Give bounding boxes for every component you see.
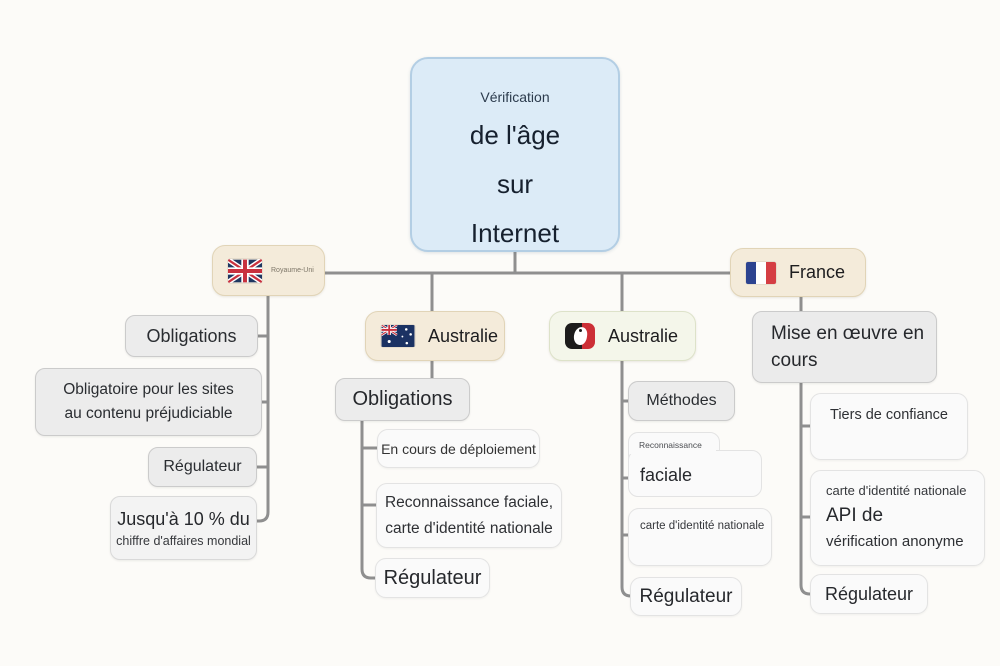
country-label-uk: Royaume-Uni (271, 267, 314, 274)
france-regulator-node: Régulateur (810, 574, 928, 614)
uk-penalty-line2: chiffre d'affaires mondial (116, 533, 251, 548)
country-node-australia-1: Australie (365, 311, 505, 361)
root-node-age-verification: Vérification de l'âge sur Internet (410, 57, 620, 252)
uk-scope-line1: Obligatoire pour les sites (63, 381, 234, 398)
root-title-line2: sur (496, 169, 534, 199)
country-node-australia-2: Australie (549, 311, 696, 361)
france-trusted-third-label: Tiers de confiance (830, 407, 948, 423)
uk-scope-line2: au contenu préjudiciable (64, 405, 233, 422)
france-status-line1: Mise en œuvre en (771, 323, 925, 344)
australia1-methods-line1: Reconnaissance faciale, (384, 493, 554, 511)
australia2-methods-label: Méthodes (646, 392, 717, 409)
australia1-methods-node: Reconnaissance faciale, carte d'identité… (376, 483, 562, 548)
australia2-id-card-node: carte d'identité nationale (628, 508, 772, 566)
australia2-methods-node: Méthodes (628, 381, 735, 421)
australia1-status-node: En cours de déploiement (377, 429, 540, 468)
france-api-line1: carte d'identité nationale (826, 483, 967, 498)
australia1-regulator-label: Régulateur (383, 566, 482, 589)
uk-regulator-label: Régulateur (163, 458, 242, 475)
root-title-line3: Internet (470, 218, 560, 248)
uk-flag-icon (228, 258, 262, 283)
australia1-methods-line2: carte d'identité nationale (385, 519, 553, 537)
australia1-status-label: En cours de déploiement (381, 440, 536, 457)
country-label-france: France (789, 262, 846, 282)
country-label-australia-2: Australie (608, 325, 679, 346)
australia1-obligations-node: Obligations (335, 378, 470, 421)
france-regulator-label: Régulateur (824, 583, 914, 604)
australia2-regulator-label: Régulateur (639, 585, 733, 607)
france-api-line2: API de (826, 505, 884, 526)
france-api-node: carte d'identité nationale API de vérifi… (810, 470, 985, 566)
australia2-regulator-node: Régulateur (630, 577, 742, 616)
france-trusted-third-node: Tiers de confiance (810, 393, 968, 460)
australia-flag-icon (381, 325, 415, 347)
france-status-line2: cours (771, 350, 818, 371)
country-node-france: France (730, 248, 866, 297)
france-status-node: Mise en œuvre en cours (752, 311, 937, 383)
black-red-flag-icon (565, 323, 595, 349)
root-subtitle: Vérification (480, 89, 550, 105)
uk-penalty-line1: Jusqu'à 10 % du (117, 508, 250, 529)
france-flag-icon (746, 261, 776, 284)
uk-obligations-node: Obligations (125, 315, 258, 357)
australia2-facial-small-label: Reconnaissance (639, 440, 702, 450)
australia1-regulator-node: Régulateur (375, 558, 490, 598)
uk-penalty-node: Jusqu'à 10 % du chiffre d'affaires mondi… (110, 496, 257, 560)
uk-obligations-label: Obligations (146, 325, 237, 346)
australia2-facial-recognition-node: Reconnaissance faciale (628, 432, 762, 497)
country-label-australia-1: Australie (428, 325, 499, 346)
country-node-uk: Royaume-Uni (212, 245, 325, 296)
uk-regulator-node: Régulateur (148, 447, 257, 487)
uk-scope-node: Obligatoire pour les sites au contenu pr… (35, 368, 262, 436)
australia2-id-card-label: carte d'identité nationale (640, 520, 765, 532)
france-api-line3: vérification anonyme (826, 533, 964, 550)
australia1-obligations-label: Obligations (352, 388, 453, 410)
australia2-facial-large-label: faciale (640, 465, 693, 485)
facial-node-body (628, 450, 762, 497)
root-title-line1: de l'âge (469, 120, 561, 150)
